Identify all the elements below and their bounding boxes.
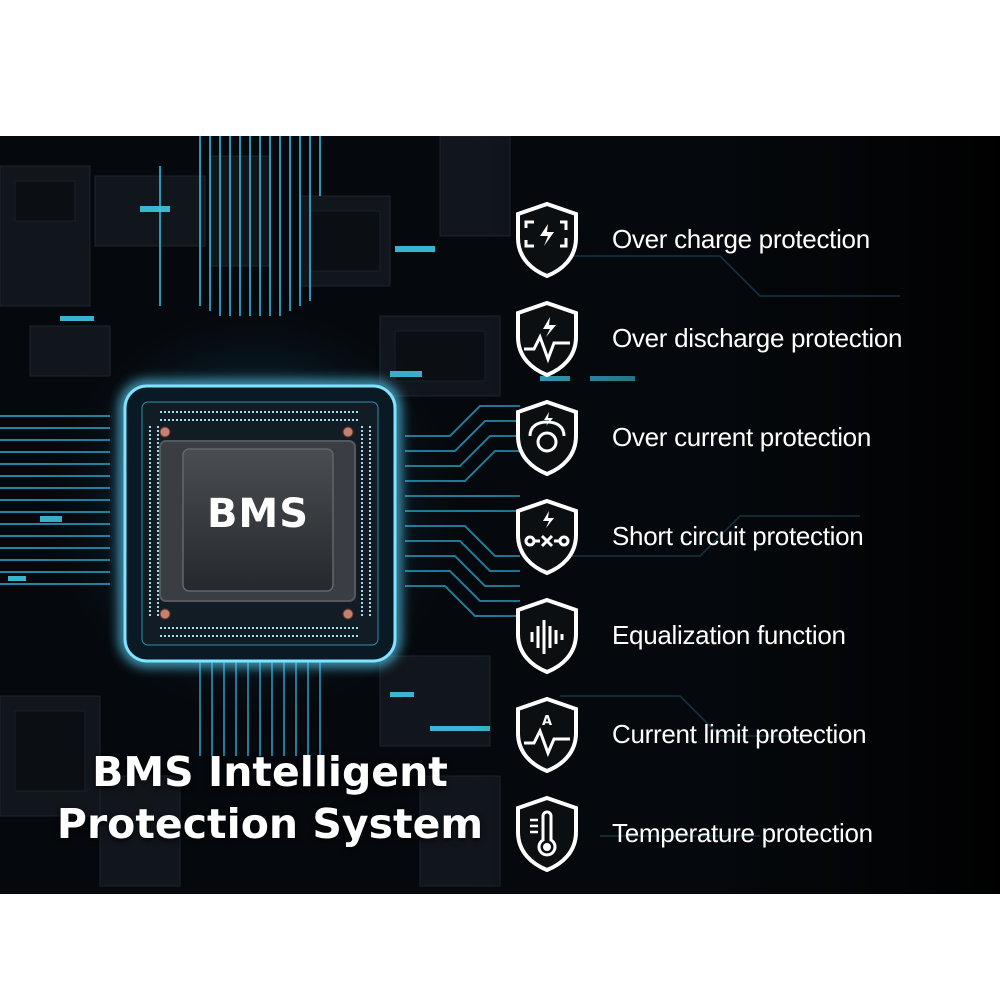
discharge-wave-icon (510, 299, 584, 379)
feature-item: Equalization function (510, 586, 990, 685)
feature-item: Temperature protection (510, 784, 990, 883)
banner: BMS BMS Intelligent Protection System Ov… (0, 136, 1000, 894)
feature-label: Short circuit protection (612, 521, 864, 551)
title-line-2: Protection System (56, 800, 484, 848)
title-line-1: BMS Intelligent (92, 748, 448, 796)
short-circuit-icon (510, 497, 584, 577)
feature-item: Over current protection (510, 388, 990, 487)
battery-charge-icon (510, 200, 584, 280)
feature-label: Over current protection (612, 422, 871, 452)
equalizer-icon (510, 596, 584, 676)
feature-label: Over charge protection (612, 224, 870, 254)
feature-label: Over discharge protection (612, 323, 903, 353)
feature-item: A Current limit protection (510, 685, 990, 784)
chip-label: BMS (206, 491, 310, 537)
current-surge-icon (510, 398, 584, 478)
feature-label: Current limit protection (612, 719, 867, 749)
feature-list: Over charge protection Over discharge pr… (510, 190, 990, 883)
svg-text:A: A (542, 714, 552, 729)
feature-label: Equalization function (612, 620, 846, 650)
feature-item: Short circuit protection (510, 487, 990, 586)
feature-label: Temperature protection (612, 818, 873, 848)
page-title: BMS Intelligent Protection System (40, 746, 500, 850)
feature-item: Over discharge protection (510, 289, 990, 388)
thermometer-icon (510, 794, 584, 874)
feature-item: Over charge protection (510, 190, 990, 289)
current-limit-icon: A (510, 695, 584, 775)
